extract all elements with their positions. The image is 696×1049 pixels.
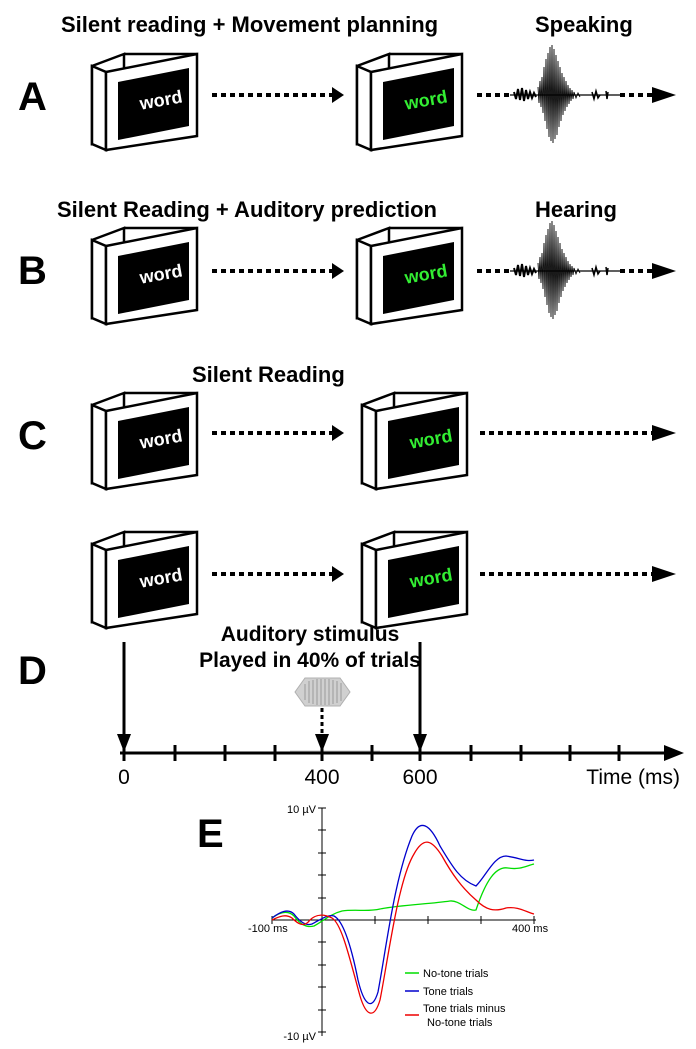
tick-label-400: 400 [304, 766, 339, 789]
arrowhead-d1 [332, 566, 344, 582]
panel-e: E 10 µV -10 µV -100 ms 400 ms [197, 804, 549, 1043]
panel-a: A Silent reading + Movement planning Spe… [18, 12, 676, 152]
arrowhead-a1 [332, 87, 344, 103]
time-axis-arrowhead [664, 745, 684, 761]
legend-label-difference-2: No-tone trials [427, 1017, 493, 1029]
panel-letter-d: D [18, 649, 47, 693]
erp-x-right-label: 400 ms [512, 923, 549, 935]
panel-letter-b: B [18, 249, 47, 293]
panel-b: B Silent Reading + Auditory prediction H… [18, 197, 676, 326]
arrowhead-b1 [332, 263, 344, 279]
arrowhead-a2 [652, 87, 676, 103]
panel-d: D word word Auditory stimulus Played in … [18, 530, 684, 789]
time-axis-label: Time (ms) [586, 766, 680, 789]
sound-stimulus-icon [294, 677, 351, 707]
erp-no-tone-trace [271, 863, 535, 928]
arrowhead-c1 [332, 425, 344, 441]
time-axis-ticks [122, 745, 621, 761]
erp-tone-trace [271, 824, 535, 1005]
panel-letter-e: E [197, 812, 224, 856]
erp-y-ticks [318, 807, 326, 1033]
panel-c: C Silent Reading word word [18, 362, 676, 491]
erp-y-bottom-label: -10 µV [283, 1031, 316, 1043]
panel-letter-c: C [18, 414, 47, 458]
onset-arrowhead-word2 [413, 734, 427, 752]
phase-label-b1: Silent Reading + Auditory prediction [57, 197, 437, 222]
stimulus-arrowhead [315, 734, 329, 752]
erp-difference-trace [271, 841, 535, 1014]
legend-label-tone: Tone trials [423, 986, 474, 998]
speech-waveform-a [509, 44, 621, 144]
arrowhead-b2 [652, 263, 676, 279]
phase-label-a2: Speaking [535, 12, 633, 37]
tick-label-600: 600 [402, 766, 437, 789]
arrowhead-d2 [652, 566, 676, 582]
stimulus-label-line2: Played in 40% of trials [199, 649, 421, 672]
panel-letter-a: A [18, 75, 47, 119]
erp-y-top-label: 10 µV [287, 804, 317, 816]
legend-label-no-tone: No-tone trials [423, 968, 489, 980]
phase-label-c1: Silent Reading [192, 362, 345, 387]
legend-label-difference-1: Tone trials minus [423, 1003, 506, 1015]
onset-arrowhead-word1 [117, 734, 131, 752]
stimulus-label-line1: Auditory stimulus [221, 623, 400, 646]
phase-label-a1: Silent reading + Movement planning [61, 12, 438, 37]
erp-x-left-label: -100 ms [248, 923, 288, 935]
tick-label-0: 0 [118, 766, 130, 789]
speech-waveform-b [509, 220, 621, 320]
arrowhead-c2 [652, 425, 676, 441]
phase-label-b2: Hearing [535, 197, 617, 222]
